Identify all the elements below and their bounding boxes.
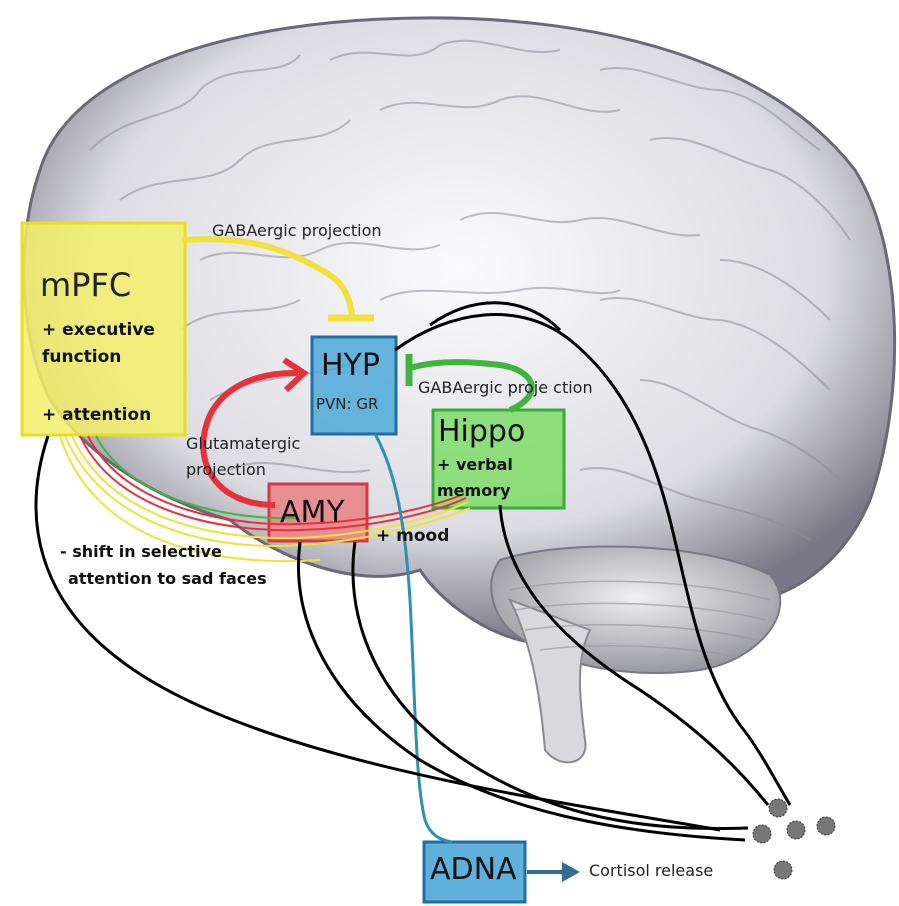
hyp-title: HYP — [321, 348, 380, 383]
hippo-memory-label: memory — [437, 477, 511, 505]
hippo-title: Hippo — [438, 414, 525, 449]
shift-label-line2: attention to sad faces — [68, 565, 267, 593]
hippo-verbal-label: + verbal — [437, 451, 513, 479]
hyp-pvn-gr-label: PVN: GR — [316, 395, 378, 413]
mpfc-function-label: function — [42, 343, 121, 371]
glutamatergic-label: Glutamatergic — [186, 434, 300, 453]
projection-label: projection — [186, 460, 266, 479]
adna-title: ADNA — [430, 852, 517, 887]
cortisol-arrowhead — [562, 862, 580, 882]
receptor-dots — [753, 799, 835, 879]
gaba-hippo-label: GABAergic proje ction — [418, 378, 593, 397]
mpfc-executive-label: + executive — [42, 316, 155, 344]
amy-title: AMY — [280, 495, 345, 530]
cortisol-release-label: Cortisol release — [589, 861, 713, 880]
shift-label-line1: - shift in selective — [60, 538, 222, 566]
mpfc-attention-label: + attention — [42, 401, 151, 429]
mpfc-title: mPFC — [40, 266, 131, 304]
mood-label: + mood — [376, 522, 449, 550]
gaba-top-label: GABAergic projection — [212, 221, 382, 240]
